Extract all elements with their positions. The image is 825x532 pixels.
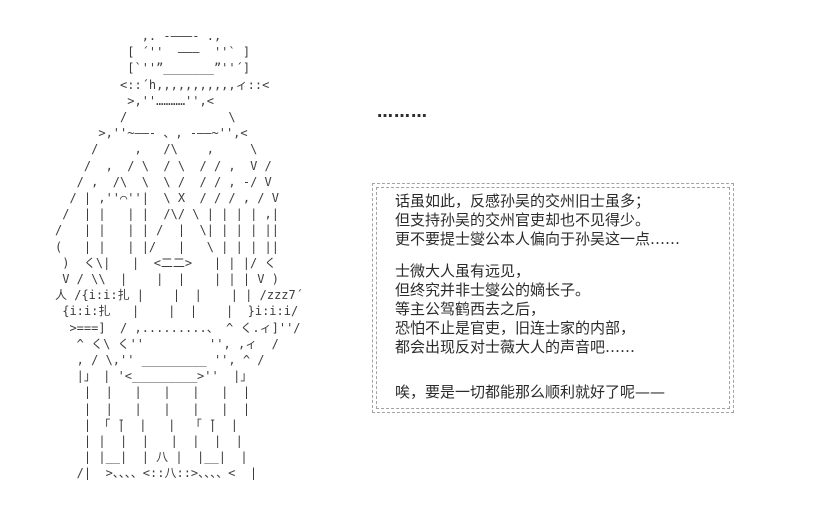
dialog-line: 恐怕不止是官吏，旧连士家的内部， [395,319,636,337]
dialog-line: 更不要提士燮公本人偏向于孙吴这一点…… [395,230,681,248]
dialog-line: 话虽如此，反感孙吴的交州旧士虽多； [395,192,651,210]
ascii-art-character: ,. -―――- ., [ ´'' ――― ''` ] [`''”_______… [55,29,303,481]
dialog-line: 等主公驾鹤西去之后， [395,300,546,318]
dialog-line: 士微大人虽有远见， [395,262,531,280]
dialog-paragraph: 唉，要是一切都能那么顺利就好了呢—— [395,383,711,402]
dialog-box-inner: 话虽如此，反感孙吴的交州旧士虽多；但支持孙吴的交州官吏却也不见得少。更不要提士燮… [376,187,730,409]
dialog-paragraph: 话虽如此，反感孙吴的交州旧士虽多；但支持孙吴的交州官吏却也不见得少。更不要提士燮… [395,192,711,249]
dialog-line: 但支持孙吴的交州官吏却也不见得少。 [395,211,651,229]
ellipsis-murmur: ……… [377,102,428,121]
dialog-paragraph: 士微大人虽有远见，但终究并非士燮公的嫡长子。等主公驾鹤西去之后，恐怕不止是官吏，… [395,262,711,357]
dialog-line: 都会出现反对士薇大人的声音吧…… [395,338,636,356]
dialog-box: 话虽如此，反感孙吴的交州旧士虽多；但支持孙吴的交州官吏却也不见得少。更不要提士燮… [372,183,734,413]
dialog-line: 唉，要是一切都能那么顺利就好了呢—— [395,383,666,401]
dialog-line: 但终究并非士燮公的嫡长子。 [395,281,591,299]
